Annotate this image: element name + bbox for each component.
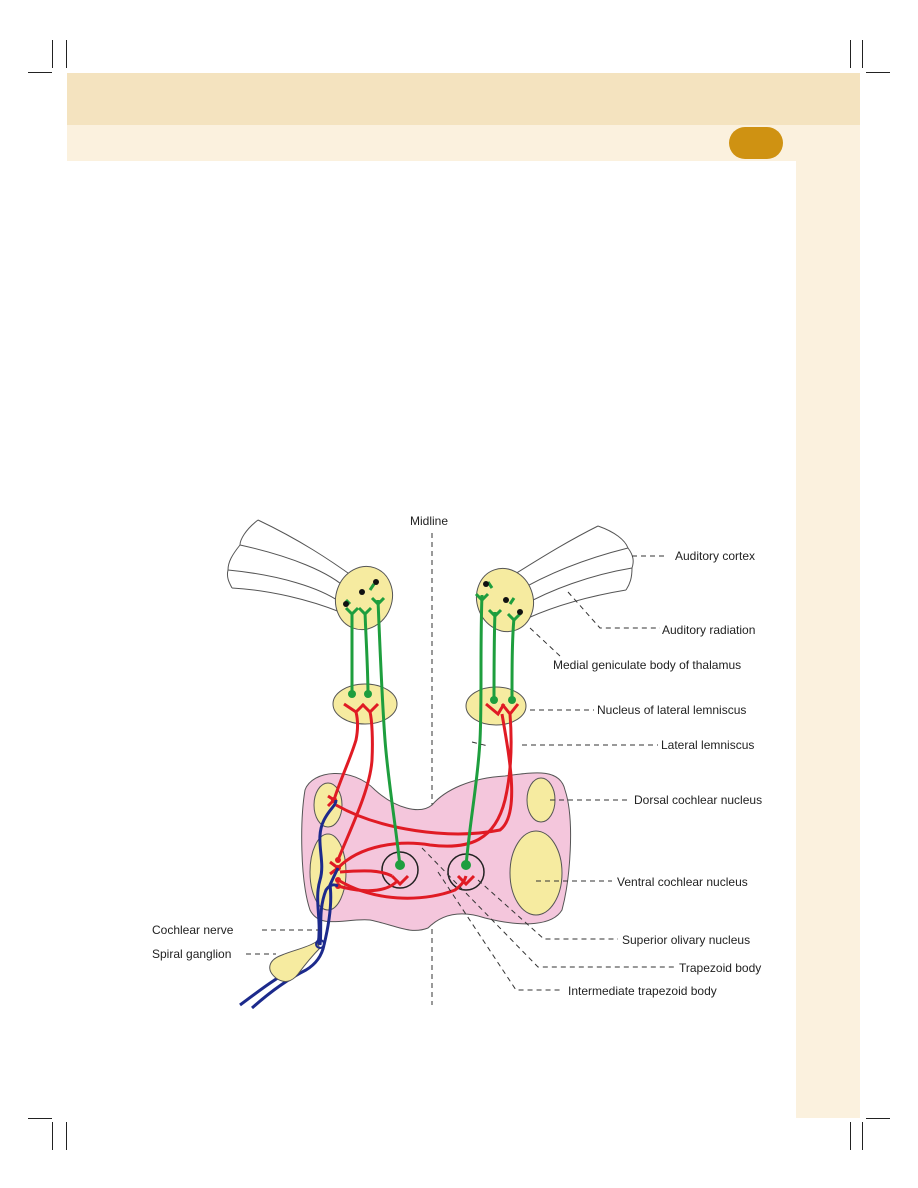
- crop-mark: [850, 40, 851, 68]
- header-band: [67, 73, 860, 125]
- crop-mark: [52, 1122, 53, 1150]
- label-dorsal-cochlear: Dorsal cochlear nucleus: [634, 793, 762, 807]
- medial-geniculate-left: [335, 565, 393, 631]
- crop-mark: [862, 1122, 863, 1150]
- label-spiral-ganglion: Spiral ganglion: [152, 947, 231, 961]
- green-cell-bodies: [348, 690, 516, 870]
- mgb-cell-bodies: [343, 579, 523, 615]
- label-trapezoid-body: Trapezoid body: [679, 961, 761, 975]
- crop-mark: [28, 72, 52, 73]
- label-intermediate-trapezoid: Intermediate trapezoid body: [568, 984, 717, 998]
- crop-mark: [66, 40, 67, 68]
- label-auditory-cortex: Auditory cortex: [675, 549, 755, 563]
- crop-mark: [28, 1118, 52, 1119]
- red-pathways: [326, 702, 520, 900]
- label-cochlear-nerve: Cochlear nerve: [152, 923, 234, 937]
- leader-lines: [246, 555, 676, 991]
- page-badge: [729, 127, 783, 159]
- label-ventral-cochlear: Ventral cochlear nucleus: [617, 875, 748, 889]
- crop-mark: [52, 40, 53, 68]
- superior-olivary-left: [381, 851, 419, 889]
- label-nucleus-lateral-lemniscus: Nucleus of lateral lemniscus: [597, 703, 746, 717]
- ganglion-cell: [315, 939, 325, 949]
- side-margin-band: [796, 125, 860, 1118]
- label-medial-geniculate: Medial geniculate body of thalamus: [553, 658, 741, 672]
- nucleus-lateral-lemniscus-left: [332, 683, 398, 725]
- crop-mark: [862, 40, 863, 68]
- crop-mark: [866, 1118, 890, 1119]
- label-lateral-lemniscus: Lateral lemniscus: [661, 738, 754, 752]
- subheader-band: [67, 125, 796, 161]
- spiral-ganglion: [269, 941, 321, 982]
- crop-mark: [866, 72, 890, 73]
- midline-label: Midline: [410, 514, 448, 528]
- label-auditory-radiation: Auditory radiation: [662, 623, 755, 637]
- label-superior-olivary: Superior olivary nucleus: [622, 933, 750, 947]
- ventral-cochlear-right: [509, 830, 563, 916]
- crop-mark: [66, 1122, 67, 1150]
- green-pathways: [344, 581, 522, 867]
- crop-mark: [850, 1122, 851, 1150]
